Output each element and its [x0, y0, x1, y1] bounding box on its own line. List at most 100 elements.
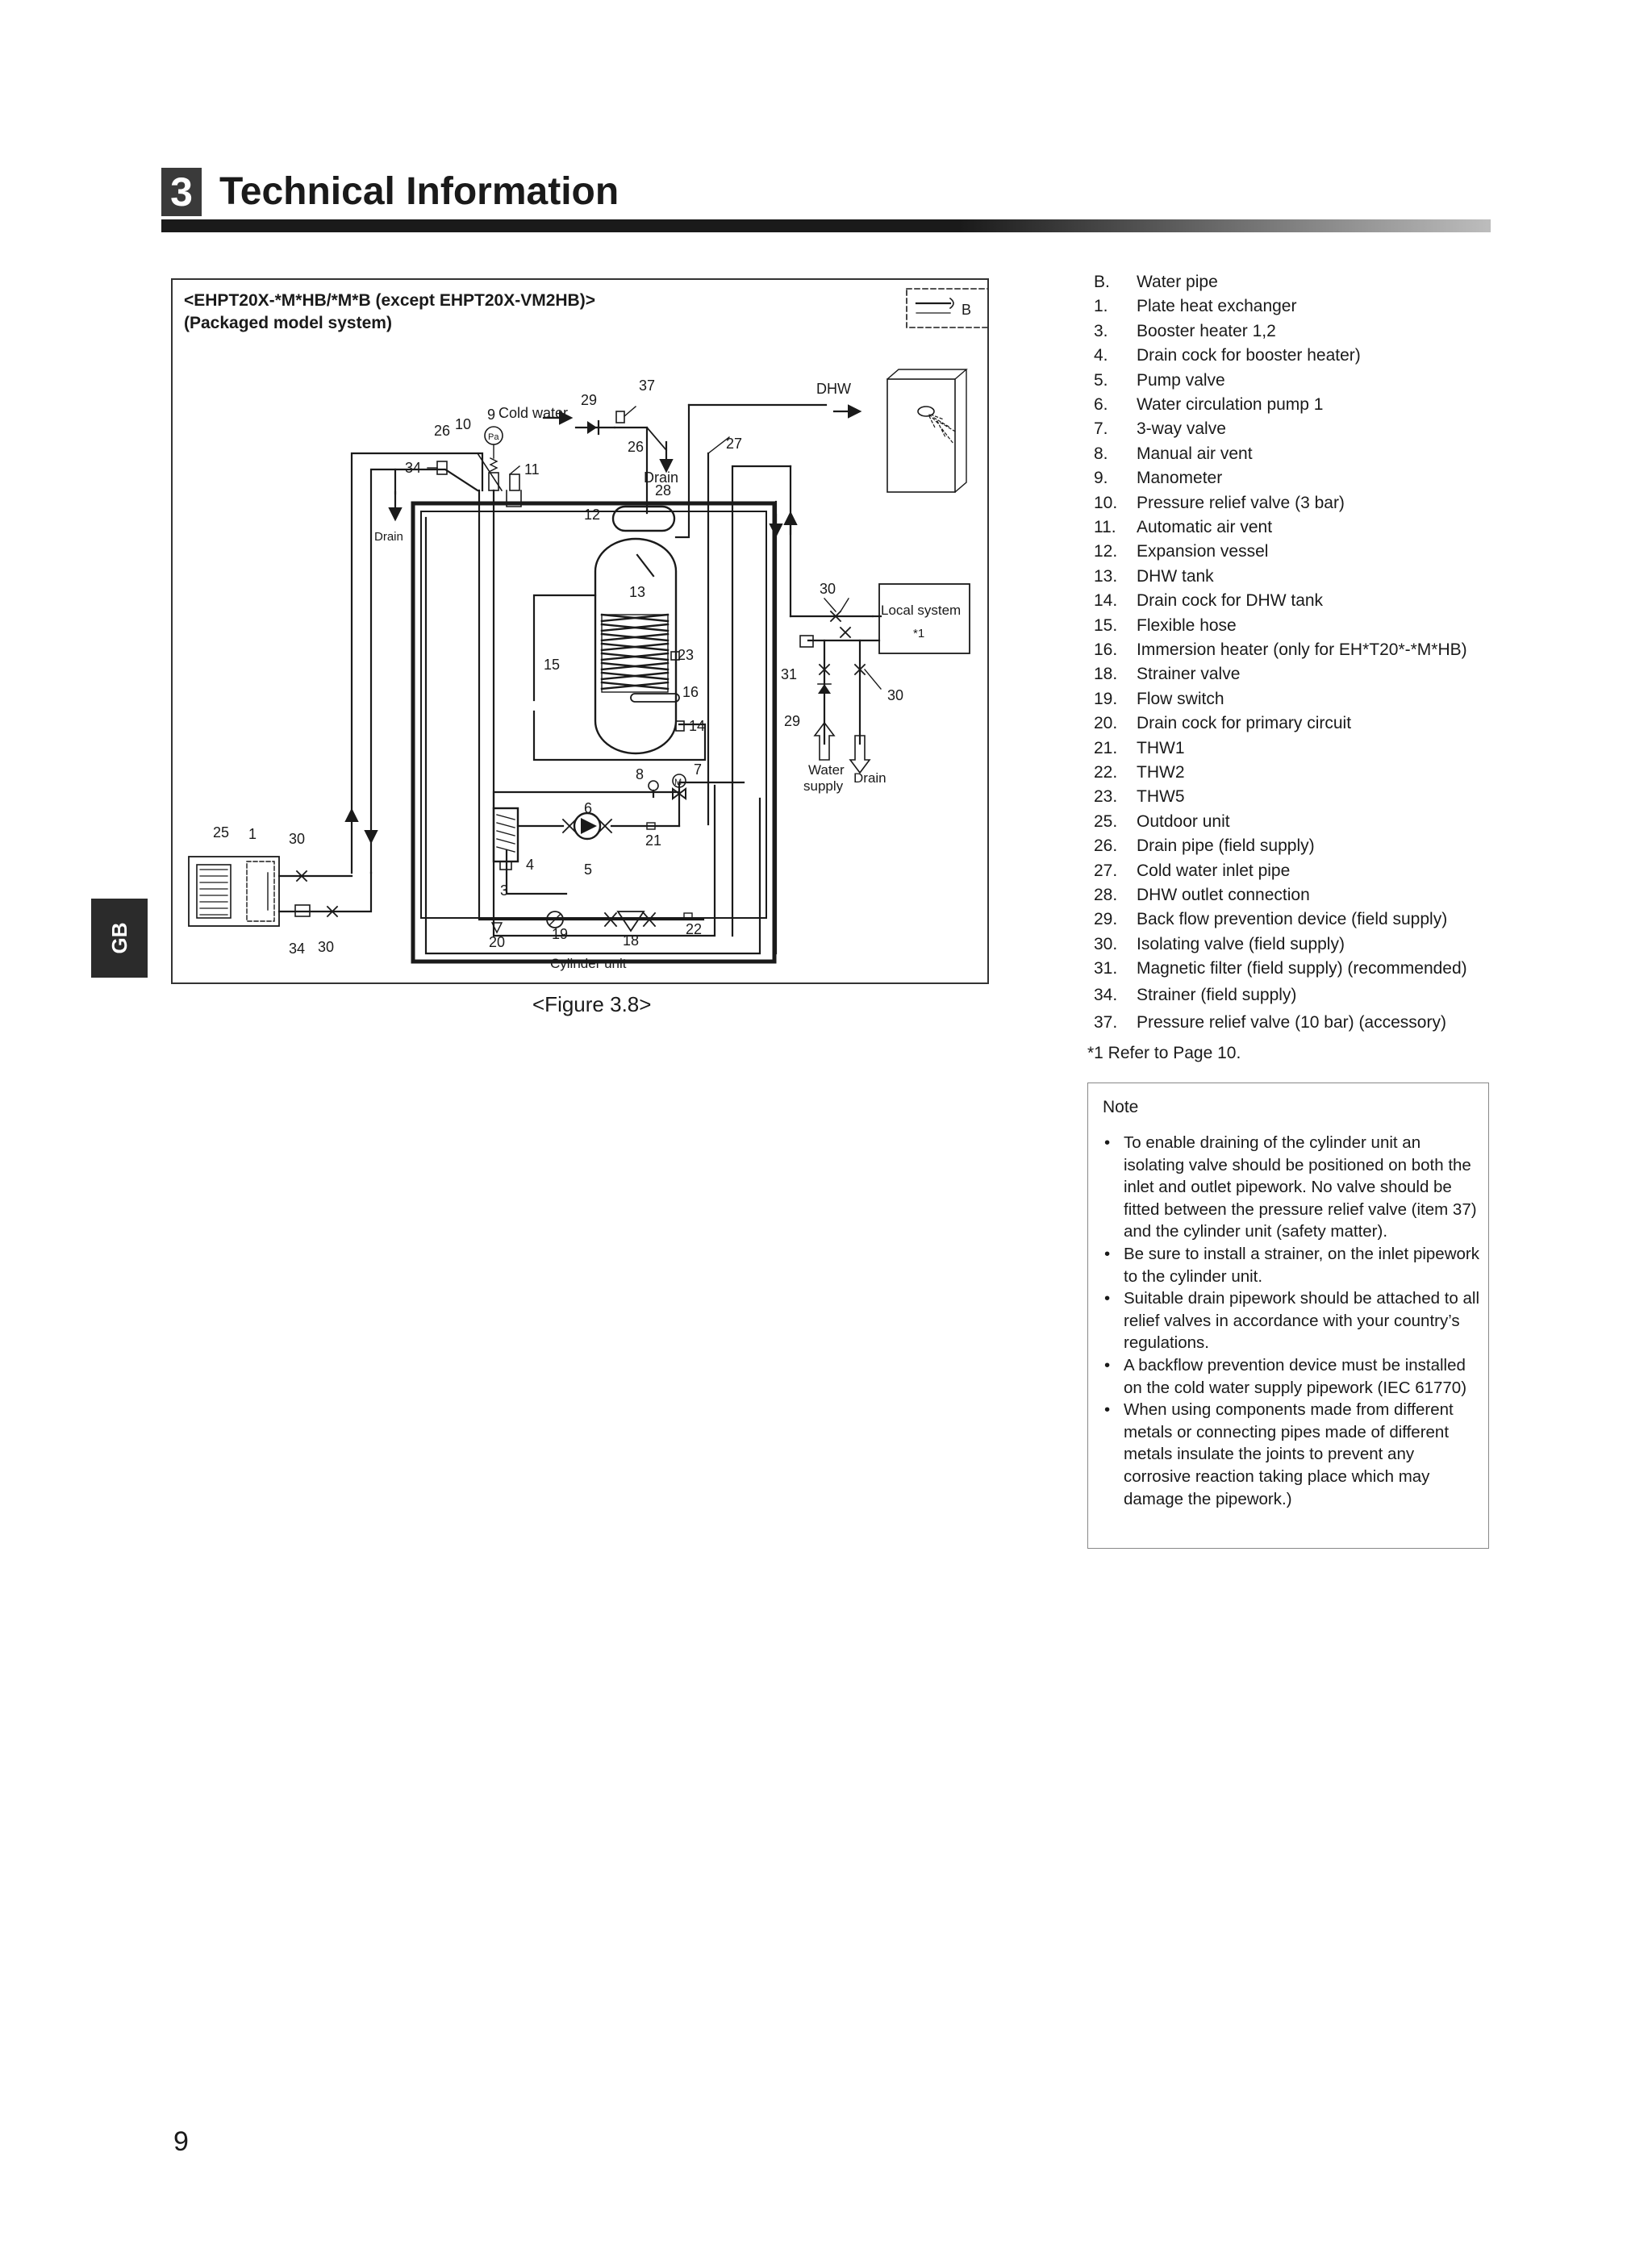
figure-caption: <Figure 3.8> — [532, 992, 652, 1016]
coil-flow-pipe — [532, 594, 597, 702]
isolating-valve-30d — [326, 905, 339, 918]
legend-item: 7.3-way valve — [1094, 419, 1226, 439]
cylinder-inner-frame — [420, 511, 767, 919]
heater-outlet-pipe — [505, 849, 568, 895]
legend-item: 9.Manometer — [1094, 469, 1223, 488]
thw2-sensor — [683, 912, 693, 920]
cylinder-unit-label: Cylinder unit — [550, 956, 627, 971]
water-label: Water — [808, 762, 845, 778]
drain-right-label: Drain — [853, 770, 886, 786]
outdoor-flow-pipe — [350, 452, 484, 874]
thw1-sensor — [646, 822, 656, 830]
legend-item: 18.Strainer valve — [1094, 665, 1241, 684]
bottom-loop-pipe — [424, 516, 761, 955]
label-26a: 26 — [434, 423, 450, 439]
thw5-sensor — [670, 651, 680, 661]
label-34b: 34 — [289, 941, 305, 957]
label-25: 25 — [213, 824, 229, 841]
legend-item: 3.Booster heater 1,2 — [1094, 321, 1276, 340]
magnetic-filter — [799, 635, 814, 648]
legend-item: 20.Drain cock for primary circuit — [1094, 714, 1352, 733]
strainer-valve-isolator — [603, 911, 618, 928]
label-7: 7 — [694, 761, 702, 778]
note-item: When using components made from differen… — [1103, 1399, 1482, 1510]
label-14: 14 — [689, 718, 705, 734]
label-30b: 30 — [887, 687, 903, 703]
language-tab-label: GB — [107, 922, 131, 954]
expansion-vessel — [611, 505, 676, 532]
label-18: 18 — [623, 932, 639, 949]
water-supply-arrow — [813, 721, 836, 761]
legend-item: 10.Pressure relief valve (3 bar) — [1094, 493, 1345, 512]
label-22: 22 — [686, 921, 702, 937]
svg-text:M: M — [674, 778, 682, 787]
legend-item: 13.DHW tank — [1094, 566, 1214, 586]
cylinder-unit-outline — [411, 501, 777, 964]
label-16: 16 — [682, 684, 699, 700]
drain-28-label: Drain — [644, 469, 678, 486]
heating-coil — [600, 613, 670, 693]
note-item: A backflow prevention device must be ins… — [1103, 1354, 1482, 1399]
language-tab: GB — [91, 899, 148, 978]
svg-text:Pa: Pa — [488, 432, 499, 442]
label-21: 21 — [645, 832, 661, 849]
label-9: 9 — [487, 407, 495, 423]
reference-note: *1 Refer to Page 10. — [1087, 1044, 1241, 1062]
note-item: Be sure to install a strainer, on the in… — [1103, 1243, 1482, 1287]
figure-model-heading: <EHPT20X-*M*HB/*M*B (except EHPT20X-VM2H… — [184, 291, 595, 310]
ref-mark: *1 — [913, 627, 924, 640]
drain-left-label: Drain — [374, 530, 403, 544]
backflow-device-29b — [818, 684, 831, 694]
legend-item: B.Water pipe — [1094, 273, 1218, 291]
legend-item: 25.Outdoor unit — [1094, 811, 1230, 831]
label-31: 31 — [781, 666, 797, 682]
dhw-label: DHW — [816, 381, 851, 397]
legend-item: 5.Pump valve — [1094, 370, 1225, 390]
label-1: 1 — [248, 826, 257, 842]
dhw-tank — [594, 537, 678, 755]
figure-system-heading: (Packaged model system) — [184, 314, 392, 332]
note-box: Note To enable draining of the cylinder … — [1087, 1083, 1489, 1549]
header-rule — [161, 219, 1491, 232]
tank-outlet-pipe — [636, 553, 655, 578]
strainer-34 — [436, 461, 448, 475]
legend-item: 19.Flow switch — [1094, 689, 1224, 708]
circulation-pump — [573, 811, 602, 841]
flow-switch — [546, 911, 564, 928]
key-water-pipe-box: B — [906, 288, 987, 328]
label-27: 27 — [726, 436, 742, 452]
legend-item: 15.Flexible hose — [1094, 615, 1237, 635]
label-4: 4 — [526, 857, 534, 873]
label-15: 15 — [544, 657, 560, 673]
label-34a: 34 — [405, 460, 421, 476]
legend-item: 29.Back flow prevention device (field su… — [1094, 910, 1448, 929]
legend-item: 22.THW2 — [1094, 763, 1185, 782]
relief-valve-10bar — [615, 411, 625, 423]
note-title: Note — [1103, 1098, 1139, 1116]
note-item: Suitable drain pipework should be attach… — [1103, 1287, 1482, 1354]
legend-item: 28.DHW outlet connection — [1094, 886, 1310, 904]
coil-return-pipe — [532, 710, 707, 761]
label-29a: 29 — [581, 392, 597, 408]
label-28: 28 — [655, 482, 671, 499]
local-system-box — [878, 583, 970, 654]
legend-item: 30.Isolating valve (field supply) — [1094, 934, 1345, 953]
immersion-heater — [630, 693, 680, 703]
legend-item: 8.Manual air vent — [1094, 444, 1253, 463]
dhw-outlet-pipe — [674, 403, 690, 539]
strainer-valve — [616, 911, 645, 932]
legend-item: 26.Drain pipe (field supply) — [1094, 836, 1315, 856]
figure-frame: <EHPT20X-*M*HB/*M*B (except EHPT20X-VM2H… — [171, 278, 989, 984]
local-system-label: Local system — [881, 603, 961, 618]
legend-item: 6.Water circulation pump 1 — [1094, 395, 1324, 414]
legend-item: 21.THW1 — [1094, 738, 1185, 757]
outdoor-unit — [188, 856, 280, 927]
isolating-valve-30a — [829, 610, 842, 623]
section-number-badge: 3 — [161, 168, 202, 216]
three-way-valve: M — [672, 774, 686, 800]
tank-drain-cock — [675, 720, 685, 732]
manual-air-vent — [648, 780, 659, 791]
label-3: 3 — [500, 882, 508, 899]
legend-item: 4.Drain cock for booster heater) — [1094, 346, 1361, 365]
label-8: 8 — [636, 766, 644, 782]
